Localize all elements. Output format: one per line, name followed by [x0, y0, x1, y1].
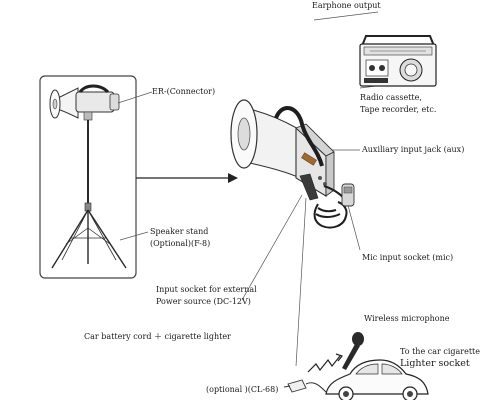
- wireless-microphone-icon: [307, 332, 364, 373]
- car-icon: [325, 359, 429, 400]
- label-car-battery-cord: Car battery cord ＋ cigarette lighter: [84, 332, 231, 341]
- main-megaphone-icon: [230, 99, 335, 201]
- label-tape-recorder: Tape recorder, etc.: [360, 105, 437, 114]
- label-wireless-microphone: Wireless microphone: [364, 314, 450, 323]
- label-power-source: Power source (DC-12V): [156, 297, 251, 306]
- label-input-socket-external: Input socket for external: [156, 285, 257, 294]
- label-speaker-stand-optional: (Optional)(F-8): [150, 239, 211, 248]
- cigarette-lighter-plug-icon: [283, 379, 327, 393]
- hand-microphone-icon: [341, 183, 355, 207]
- label-optional-cl68: (optional )(CL-68): [206, 385, 279, 394]
- label-earphone-output: Earphone output: [312, 1, 381, 10]
- label-er-connector: ER-(Connector): [152, 87, 216, 96]
- label-lighter-socket: Lighter socket: [400, 358, 470, 369]
- radio-cassette-icon: [359, 35, 437, 87]
- label-speaker-stand: Speaker stand: [150, 227, 209, 236]
- leader-lines: [117, 11, 379, 367]
- label-radio-cassette: Radio cassette,: [360, 93, 422, 102]
- label-aux-input-jack: Auxiliary input jack (aux): [362, 145, 465, 154]
- label-to-car-cigarette: To the car cigarette: [400, 347, 480, 356]
- connection-arrow: [136, 173, 238, 183]
- speaker-stand-icon: [51, 120, 127, 269]
- label-mic-input-socket: Mic input socket (mic): [362, 253, 454, 262]
- small-megaphone-icon: [49, 84, 120, 121]
